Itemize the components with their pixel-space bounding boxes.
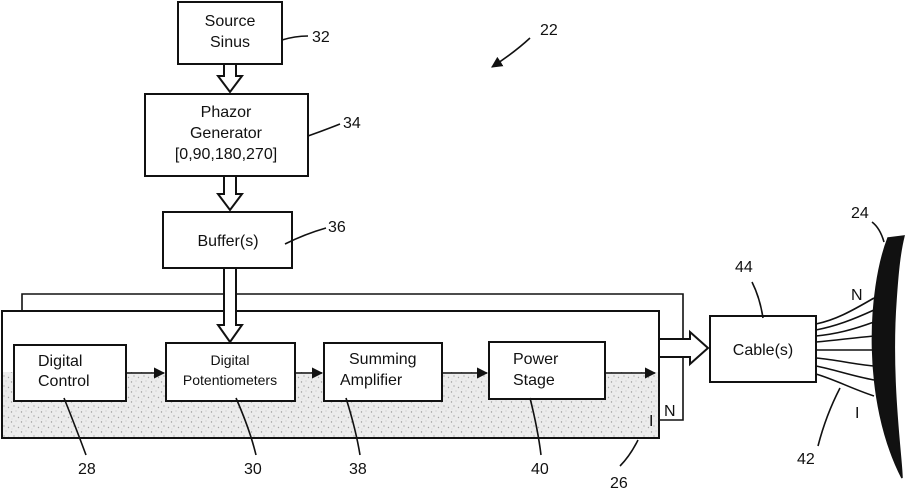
pots-label-line1: Digital <box>211 352 250 368</box>
buffer-block: Buffer(s) <box>163 212 292 268</box>
hollow-arrow-buffer-to-pots <box>218 268 242 342</box>
phazor-leader <box>308 124 340 136</box>
port-n-label: N <box>664 403 676 420</box>
hollow-arrow-phazor-to-buffer <box>218 176 242 210</box>
summing-amplifier-block: Summing Amplifier <box>324 343 442 401</box>
summing-label-line2: Amplifier <box>340 372 403 389</box>
power-label-line1: Power <box>513 351 559 368</box>
digital-control-line1: Digital <box>38 353 82 370</box>
power-label-line2: Stage <box>513 372 555 389</box>
ref-26-label: 26 <box>610 475 628 491</box>
system-leader-arrow <box>492 38 530 67</box>
ref-38-label: 38 <box>349 461 367 478</box>
ref-24-label: 24 <box>851 205 869 222</box>
ref-30-label: 30 <box>244 461 262 478</box>
ref-36-label: 36 <box>328 219 346 236</box>
source-leader <box>282 36 308 40</box>
pots-label-line2: Potentiometers <box>183 372 277 388</box>
hollow-arrow-source-to-phazor <box>218 64 242 92</box>
source-sinus-block: Source Sinus <box>178 2 282 64</box>
cable-leader <box>752 282 763 318</box>
digital-control-line2: Control <box>38 373 90 390</box>
port-i-label: I <box>649 413 653 430</box>
digital-potentiometers-block: Digital Potentiometers <box>166 343 295 401</box>
ref-44-label: 44 <box>735 259 753 276</box>
enclosure-leader <box>620 440 638 466</box>
probe-24 <box>872 236 904 478</box>
phazor-label-line1: Phazor <box>201 104 252 121</box>
probe-n-label: N <box>851 287 863 304</box>
cable-label: Cable(s) <box>733 342 793 359</box>
probe-i-label: I <box>855 405 859 422</box>
phazor-generator-block: Phazor Generator [0,90,180,270] <box>145 94 308 176</box>
source-label-line1: Source <box>205 13 256 30</box>
cable-block: Cable(s) <box>710 316 816 382</box>
summing-label-line1: Summing <box>349 351 417 368</box>
source-label-line2: Sinus <box>210 34 250 51</box>
probe-leader <box>872 222 884 242</box>
digital-control-block: Digital Control <box>14 345 126 401</box>
ref-34-label: 34 <box>343 115 361 132</box>
ref-42-label: 42 <box>797 451 815 468</box>
ref-28-label: 28 <box>78 461 96 478</box>
phazor-label-line2: Generator <box>190 125 263 142</box>
wires-leader <box>818 388 840 446</box>
probe-wires <box>816 298 874 396</box>
ref-32-label: 32 <box>312 29 330 46</box>
phazor-label-line3: [0,90,180,270] <box>175 146 277 163</box>
buffer-label: Buffer(s) <box>197 233 258 250</box>
ref-40-label: 40 <box>531 461 549 478</box>
ref-22-label: 22 <box>540 22 558 39</box>
power-stage-block: Power Stage <box>489 342 605 399</box>
